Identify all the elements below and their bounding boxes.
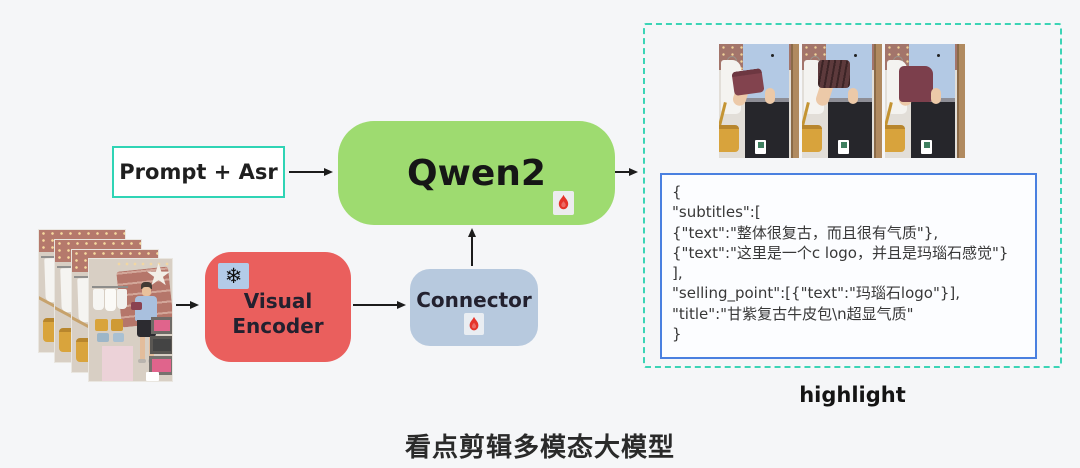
presenter-head-shape (142, 287, 151, 296)
diagram-title: 看点剪辑多模态大模型 (404, 433, 675, 463)
hanging-shirt-shape (105, 289, 116, 311)
presenter-hair-shape (141, 282, 152, 289)
highlight-label: highlight (799, 383, 906, 407)
node-prompt-asr-label: Prompt + Asr (119, 160, 278, 184)
video-frame-thumb-1 (719, 44, 799, 158)
node-qwen2-label: Qwen2 (407, 152, 546, 194)
wood-panel-shape (957, 44, 965, 158)
output-video-frames (719, 44, 965, 158)
output-json-text: { "subtitles":[ {"text":"整体很复古，而且很有气质"},… (660, 173, 1037, 359)
yellow-bag-shape (802, 125, 822, 152)
node-qwen2: Qwen2 (338, 121, 615, 225)
presenter-pants-shape (828, 102, 872, 158)
presenter-leg-shape (140, 337, 145, 360)
fire-icon (553, 191, 574, 215)
wood-panel-shape (874, 44, 882, 158)
presenter-shoe-shape (138, 359, 146, 363)
highlight-output-panel: { "subtitles":[ {"text":"整体很复古，而且很有气质"},… (643, 23, 1062, 368)
video-frame-thumb-2 (802, 44, 882, 158)
hanging-shirt-shape (117, 289, 127, 309)
flame-glyph (558, 194, 569, 210)
hanger-shape (893, 56, 903, 62)
presenter-pants-shape (745, 102, 789, 158)
yellow-bag-shape (95, 319, 108, 331)
clip-mic-shape (937, 54, 940, 57)
node-visual-encoder: ❄ Visual Encoder (205, 252, 351, 362)
clip-mic-shape (854, 54, 857, 57)
watermark-badge-shape (146, 372, 159, 381)
hanger-shape (727, 56, 737, 62)
yellow-bag-shape (885, 125, 905, 152)
leather-bag-shape (731, 68, 765, 96)
yellow-bag-shape (111, 319, 123, 331)
presenter-hand-shape (931, 88, 941, 104)
watermark-badge-shape (838, 140, 849, 154)
clip-mic-shape (771, 54, 774, 57)
wood-panel-shape (791, 44, 799, 158)
watermark-badge-shape (921, 140, 932, 154)
flame-glyph (469, 316, 479, 330)
stacked-photo-front: ★ (88, 258, 173, 382)
denim-item-shape (97, 333, 109, 342)
node-visual-encoder-label: Visual Encoder (232, 289, 324, 338)
tv-stack-shape (149, 356, 172, 375)
presenter-hand-shape (765, 88, 775, 104)
leather-bag-open-shape (818, 60, 850, 88)
hanger-shape (810, 56, 820, 62)
pink-table-shape (102, 346, 133, 381)
leather-bag-shape (899, 66, 933, 102)
watermark-badge-shape (755, 140, 766, 154)
video-frame-thumb-3 (885, 44, 965, 158)
tv-stack-shape (151, 317, 172, 334)
fire-icon (464, 313, 484, 335)
presenter-hand-shape (848, 88, 858, 104)
node-prompt-asr: Prompt + Asr (112, 146, 285, 198)
tv-stack-shape (150, 336, 172, 354)
leather-bag-shape (131, 302, 142, 310)
node-connector-label: Connector (416, 288, 532, 312)
yellow-bag-shape (719, 125, 739, 152)
clothes-rail-shape (92, 286, 128, 288)
hanging-shirt-shape (93, 289, 104, 310)
string-lights-shape (115, 261, 171, 267)
denim-item-shape (113, 333, 124, 342)
snowflake-icon: ❄ (218, 263, 249, 289)
presenter-pants-shape (911, 102, 955, 158)
node-connector: Connector (410, 269, 538, 346)
